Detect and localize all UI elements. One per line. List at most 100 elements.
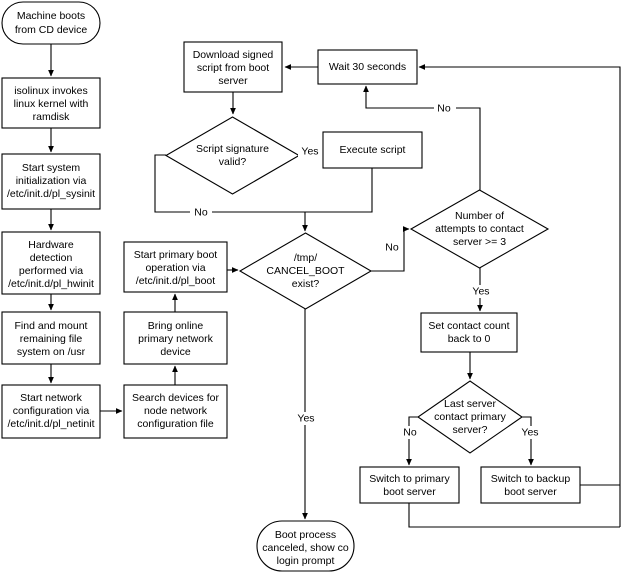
edge-labels-layer: Yes No No No Yes Yes (190, 102, 543, 439)
switch-to-primary-line-1: boot server (383, 486, 436, 498)
cancel-yes-label-backdrop (294, 412, 318, 425)
last-yes-label-backdrop (519, 426, 543, 439)
last-server-primary-shape (417, 380, 523, 454)
last-no-label-text: No (403, 426, 417, 438)
node-machine-boots[interactable]: Machine boots from CD device (1, 1, 101, 45)
node-switch-to-backup[interactable]: Switch to backup boot server (480, 466, 581, 504)
edge-label-last-yes: Yes (519, 426, 543, 439)
bring-online-primary-line-1: primary network (138, 333, 213, 345)
wait-30-seconds-shape (317, 49, 418, 85)
execute-script-line-0: Execute script (340, 144, 406, 156)
edge-return-bus-to-wait (418, 64, 621, 527)
sig-no-label-text: No (194, 206, 208, 218)
sig-no-label-backdrop (190, 206, 212, 219)
start-primary-boot-line-0: Start primary boot (134, 249, 218, 261)
cancel-boot-exist-line-1: CANCEL_BOOT (266, 265, 345, 277)
boot-canceled-line-0: Boot process (275, 529, 336, 541)
start-primary-boot-shape (123, 241, 228, 293)
last-yes-label-text: Yes (521, 426, 538, 438)
download-signed-script-shape (183, 41, 283, 93)
download-signed-script-line-2: server (218, 75, 248, 87)
edge-label-attempts-no: No (434, 102, 456, 115)
start-network-config-line-2: /etc/init.d/pl_netinit (8, 418, 95, 430)
start-primary-boot-line-1: operation via (145, 262, 205, 274)
node-cancel-boot-exist[interactable]: /tmp/ CANCEL_BOOT exist? (238, 232, 373, 310)
attempts-yes-label-text: Yes (472, 285, 489, 297)
edge-last-no-to-primary (406, 416, 418, 466)
node-hardware-detection[interactable]: Hardware detection performed via /etc/in… (1, 231, 101, 295)
attempts-gte-3-line-2: server >= 3 (453, 236, 506, 248)
node-start-network-config[interactable]: Start network configuration via /etc/ini… (1, 384, 101, 439)
machine-boots-shape (1, 1, 101, 45)
last-server-primary-line-1: contact primary (434, 411, 507, 423)
isolinux-invokes-line-2: ramdisk (33, 111, 71, 123)
nodes-layer: Machine boots from CD device isolinux in… (1, 1, 581, 572)
attempts-yes-label-backdrop (469, 285, 493, 298)
bring-online-primary-shape (123, 311, 228, 365)
attempts-no-label-backdrop (434, 102, 456, 115)
hardware-detection-line-0: Hardware (28, 239, 74, 251)
machine-boots-line-1: from CD device (15, 24, 88, 36)
switch-to-backup-line-1: boot server (504, 486, 557, 498)
edges-layer (48, 44, 621, 528)
cancel-no-label-backdrop (382, 241, 403, 254)
hardware-detection-line-1: detection (30, 252, 73, 264)
start-primary-boot-line-2: /etc/init.d/pl_boot (136, 275, 215, 287)
node-set-contact-count[interactable]: Set contact count back to 0 (420, 312, 518, 353)
edge-label-sig-yes: Yes (298, 145, 322, 158)
hardware-detection-line-2: performed via (19, 265, 83, 277)
node-search-devices[interactable]: Search devices for node network configur… (123, 384, 228, 439)
bring-online-primary-line-0: Bring online (148, 320, 204, 332)
edge-label-sig-no: No (190, 206, 212, 219)
node-bring-online-primary[interactable]: Bring online primary network device (123, 311, 228, 365)
bring-online-primary-line-2: device (160, 346, 191, 358)
start-system-init-line-2: /etc/init.d/pl_sysinit (7, 188, 95, 200)
cancel-no-label-text: No (385, 241, 399, 253)
download-signed-script-line-1: script from boot (197, 62, 269, 74)
cancel-yes-label-text: Yes (297, 412, 314, 424)
node-last-server-primary[interactable]: Last server contact primary server? (417, 380, 523, 454)
node-download-signed-script[interactable]: Download signed script from boot server (183, 41, 283, 93)
switch-to-primary-shape (359, 466, 460, 504)
node-execute-script[interactable]: Execute script (322, 131, 423, 169)
wait-30-seconds-line-0: Wait 30 seconds (329, 61, 406, 73)
boot-canceled-shape (256, 520, 355, 572)
download-signed-script-line-0: Download signed (193, 49, 274, 61)
search-devices-line-0: Search devices for (132, 392, 219, 404)
node-wait-30-seconds[interactable]: Wait 30 seconds (317, 49, 418, 85)
node-switch-to-primary[interactable]: Switch to primary boot server (359, 466, 460, 504)
start-system-init-shape (1, 153, 101, 210)
sig-yes-label-text: Yes (301, 145, 318, 157)
hardware-detection-line-3: /etc/init.d/pl_hwinit (8, 278, 94, 290)
hardware-detection-shape (1, 231, 101, 295)
find-mount-fs-line-2: system on /usr (17, 346, 86, 358)
set-contact-count-line-1: back to 0 (448, 333, 491, 345)
find-mount-fs-shape (1, 311, 101, 365)
edge-cancel-no-to-attempts (371, 226, 410, 272)
find-mount-fs-line-0: Find and mount (15, 320, 88, 332)
cancel-boot-exist-shape (238, 232, 373, 310)
node-isolinux-invokes[interactable]: isolinux invokes linux kernel with ramdi… (1, 77, 101, 129)
node-find-mount-fs[interactable]: Find and mount remaining file system on … (1, 311, 101, 365)
node-script-signature-valid[interactable]: Script signature valid? (164, 116, 301, 195)
edge-label-cancel-no: No (382, 241, 403, 254)
edge-execute-to-join (305, 168, 373, 213)
edge-label-attempts-yes: Yes (469, 285, 493, 298)
search-devices-line-1: node network (144, 405, 208, 417)
last-server-primary-line-0: Last server (444, 398, 496, 410)
node-start-primary-boot[interactable]: Start primary boot operation via /etc/in… (123, 241, 228, 293)
execute-script-shape (322, 131, 423, 169)
start-system-init-line-1: initialization via (16, 175, 87, 187)
attempts-gte-3-shape (409, 189, 550, 269)
boot-canceled-line-1: canceled, show co (262, 542, 349, 554)
node-boot-canceled[interactable]: Boot process canceled, show co login pro… (256, 520, 355, 572)
start-system-init-line-0: Start system (22, 162, 81, 174)
search-devices-line-2: configuration file (137, 418, 214, 430)
node-attempts-gte-3[interactable]: Number of attempts to contact server >= … (409, 189, 550, 269)
last-server-primary-line-2: server? (452, 424, 487, 436)
isolinux-invokes-line-1: linux kernel with (14, 98, 89, 110)
node-start-system-init[interactable]: Start system initialization via /etc/ini… (1, 153, 101, 210)
attempts-gte-3-line-1: attempts to contact (435, 223, 524, 235)
sig-yes-label-backdrop (298, 145, 322, 158)
